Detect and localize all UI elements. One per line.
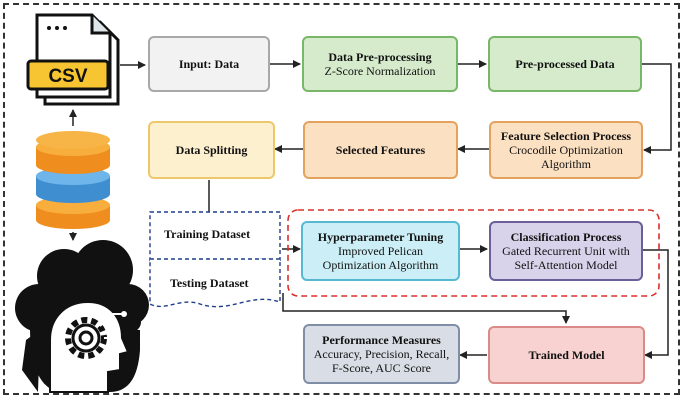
testing-dataset-label: Testing Dataset (170, 276, 249, 290)
training-dataset-label: Training Dataset (164, 227, 251, 241)
node-selected-features: Selected Features (303, 121, 458, 179)
csv-file-icon: CSV (26, 13, 120, 106)
node-hyperparameter-tuning: Hyperparameter Tuning Improved Pelican O… (301, 221, 460, 281)
database-icon (36, 131, 110, 229)
arrow-preprocessed-to-feature (642, 63, 672, 154)
arrow-classify-to-trained (643, 249, 669, 359)
csv-label: CSV (48, 66, 87, 87)
ai-head-icon (15, 240, 149, 393)
node-input: Input: Data (148, 36, 270, 92)
node-performance-measures: Performance Measures Accuracy, Precision… (303, 324, 460, 384)
testing-dataset-shape (149, 258, 281, 308)
node-trained-model: Trained Model (488, 326, 645, 384)
node-preprocessing: Data Pre-processing Z-Score Normalizatio… (302, 36, 458, 92)
node-preprocessed-data: Pre-processed Data (488, 36, 642, 92)
diagram-frame (3, 3, 680, 395)
node-data-splitting: Data Splitting (148, 121, 275, 179)
node-feature-selection: Feature Selection Process Crocodile Opti… (489, 121, 643, 179)
node-classification-process: Classification Process Gated Recurrent U… (489, 221, 643, 281)
arrow-testing-to-trained (282, 293, 570, 324)
model-group-dashed-border (287, 209, 660, 297)
connector-arrows (69, 60, 672, 359)
